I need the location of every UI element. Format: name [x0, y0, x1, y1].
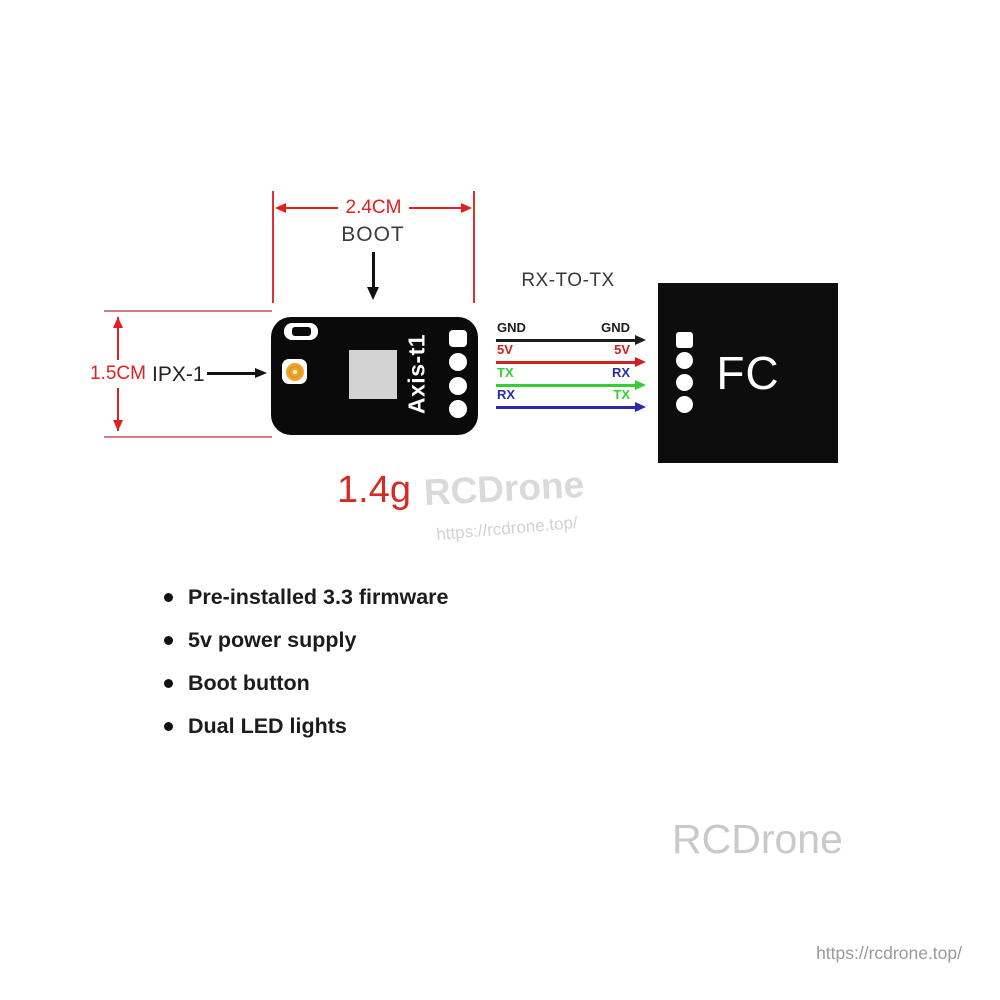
solder-pad-round — [676, 352, 693, 369]
watermark-url: https://rcdrone.top/ — [435, 512, 579, 545]
arrow-right-icon — [635, 380, 646, 390]
wire-label-left: RX — [497, 387, 516, 402]
width-dimension-label: 2.4CM — [337, 197, 410, 219]
arrow-right-icon — [635, 357, 646, 367]
wire-label-left: 5V — [497, 342, 513, 357]
solder-pad-square — [676, 332, 693, 348]
wiring-title: RX-TO-TX — [521, 270, 615, 291]
arrow-down-icon — [113, 420, 123, 431]
arrow-right-icon — [635, 402, 646, 412]
list-item: Dual LED lights — [164, 714, 449, 739]
boot-label: BOOT — [341, 223, 405, 246]
arrow-right-icon — [461, 203, 472, 213]
ipx-arrow-line — [207, 372, 257, 375]
list-item: Pre-installed 3.3 firmware — [164, 585, 449, 610]
dimension-extension-top — [104, 310, 272, 312]
wire-line — [496, 406, 637, 409]
ipx-connector-icon — [285, 362, 304, 381]
arrow-right-icon — [635, 335, 646, 345]
feature-text: 5v power supply — [188, 628, 357, 652]
feature-text: Dual LED lights — [188, 714, 347, 738]
wire-line — [496, 361, 637, 364]
height-dimension-label: 1.5CM — [88, 360, 148, 388]
dimension-extension-left — [272, 191, 274, 303]
arrow-down-icon — [367, 287, 379, 300]
bullet-icon — [164, 636, 173, 645]
width-dimension: 2.4CM — [275, 197, 472, 219]
wire-label-right: RX — [611, 365, 630, 380]
arrow-up-icon — [113, 317, 123, 328]
fc-label: FC — [716, 347, 780, 399]
bullet-icon — [164, 722, 173, 731]
dimension-extension-bottom — [104, 436, 272, 438]
arrow-right-icon — [255, 368, 267, 378]
wire-label-right: TX — [613, 387, 630, 402]
boot-button-icon — [291, 327, 311, 336]
list-item: 5v power supply — [164, 628, 449, 653]
solder-pad-square — [449, 330, 467, 347]
wire-line — [496, 339, 637, 342]
feature-text: Boot button — [188, 671, 310, 695]
ipx-antenna-connector — [282, 359, 307, 384]
ipx-label: IPX-1 — [152, 363, 205, 386]
arrow-left-icon — [275, 203, 286, 213]
feature-text: Pre-installed 3.3 firmware — [188, 585, 449, 609]
flight-controller: FC — [658, 283, 838, 463]
bullet-icon — [164, 679, 173, 688]
wire-rx: RX TX — [490, 387, 646, 412]
wire-label-right: 5V — [614, 342, 630, 357]
solder-pad-round — [676, 374, 693, 391]
bullet-icon — [164, 593, 173, 602]
watermark-brand: RCDrone — [672, 816, 843, 862]
wire-label-left: GND — [497, 320, 526, 335]
dimension-extension-right — [473, 191, 475, 303]
watermark-brand: RCDrone — [422, 463, 586, 514]
height-dimension: 1.5CM — [88, 317, 148, 431]
solder-pad-round — [676, 396, 693, 413]
wire-gnd: GND GND — [490, 320, 646, 345]
list-item: Boot button — [164, 671, 449, 696]
shield-chip — [349, 350, 397, 399]
module-name: Axis-t1 — [403, 333, 430, 415]
wire-label-left: TX — [497, 365, 514, 380]
features-list: Pre-installed 3.3 firmware 5v power supp… — [164, 585, 449, 757]
solder-pad-round — [449, 400, 467, 418]
solder-pad-round — [449, 353, 467, 371]
wire-label-right: GND — [601, 320, 630, 335]
axis-t1-module: Axis-t1 — [271, 317, 478, 435]
boot-button[interactable] — [284, 323, 318, 340]
watermark-url: https://rcdrone.top/ — [816, 943, 962, 963]
solder-pad-round — [449, 377, 467, 395]
boot-arrow-line — [372, 252, 375, 289]
wire-line — [496, 384, 637, 387]
module-weight: 1.4g — [337, 469, 411, 511]
wire-tx: TX RX — [490, 365, 646, 390]
wire-5v: 5V 5V — [490, 342, 646, 367]
